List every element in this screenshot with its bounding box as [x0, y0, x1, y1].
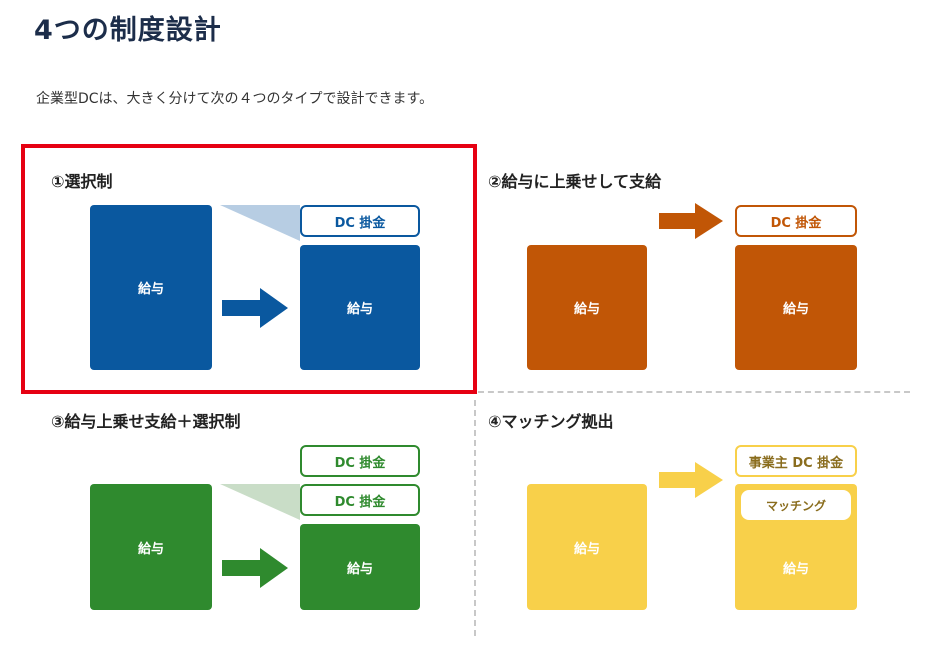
intro-text: 企業型DCは、大きく分けて次の４つのタイプで設計できます。 — [36, 91, 434, 107]
dc-contribution-tag: DC 掛金 — [300, 205, 420, 237]
salary-before-box: 給与 — [527, 245, 647, 370]
salary-after-box: 給与 — [300, 524, 420, 610]
arrow-right-icon — [222, 548, 288, 588]
dc-contribution-tag: DC 掛金 — [300, 445, 420, 477]
salary-before-box: 給与 — [90, 484, 212, 610]
salary-after-label: 給与 — [782, 561, 809, 577]
arrow-right-icon — [659, 462, 723, 498]
arrow-right-icon — [222, 288, 288, 328]
divider-horizontal — [478, 391, 910, 393]
salary-after-box: 給与 — [300, 245, 420, 370]
quadrant-title: ①選択制 — [51, 172, 113, 191]
highlight-frame — [21, 144, 477, 394]
wedge-shape — [220, 484, 300, 520]
divider-vertical — [474, 400, 476, 636]
quadrant-title: ③給与上乗せ支給＋選択制 — [51, 412, 241, 431]
salary-after-box: 給与 — [735, 245, 857, 370]
salary-before-box: 給与 — [527, 484, 647, 610]
matching-label: マッチング — [741, 490, 851, 520]
arrow-right-icon — [659, 203, 723, 239]
dc-contribution-tag: DC 掛金 — [300, 484, 420, 516]
quadrant-title: ②給与に上乗せして支給 — [488, 172, 662, 191]
page-title: 4つの制度設計 — [34, 15, 222, 46]
salary-before-box: 給与 — [90, 205, 212, 370]
employer-dc-contribution-tag: 事業主 DC 掛金 — [735, 445, 857, 477]
wedge-shape — [220, 205, 300, 241]
quadrant-title: ④マッチング拠出 — [488, 412, 614, 431]
dc-contribution-tag: DC 掛金 — [735, 205, 857, 237]
